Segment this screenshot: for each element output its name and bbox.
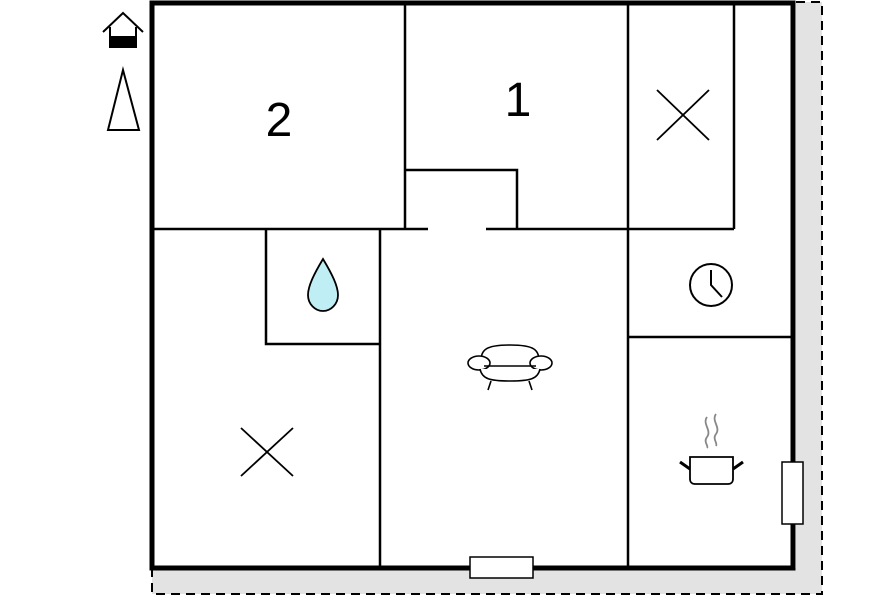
north-arrow-icon [106, 66, 141, 131]
clock-icon [689, 263, 733, 307]
cross-marker-icon [240, 427, 294, 477]
room-label-bedroom-2: 2 [266, 94, 293, 147]
window-bottom [469, 556, 534, 579]
window-right [781, 461, 804, 525]
house-level-icon [102, 11, 144, 48]
wall-bathroom [264, 229, 380, 346]
water-drop-icon [307, 257, 339, 312]
room-label-bedroom-1: 1 [505, 74, 532, 127]
sofa-icon [467, 344, 553, 391]
cooking-pot-icon [679, 413, 744, 485]
terrace-dashed-outline [151, 1, 823, 595]
interior-walls [152, 3, 793, 568]
wall-bed1-closet [405, 168, 519, 229]
cross-marker-icon [656, 89, 710, 141]
